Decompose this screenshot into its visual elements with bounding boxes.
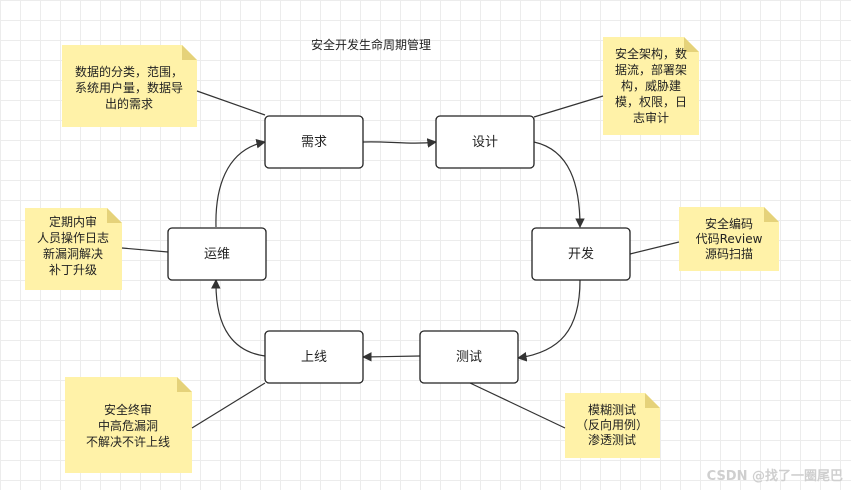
note-line: 构，威胁建	[621, 78, 681, 93]
stage-design[interactable]: 设计	[435, 115, 535, 169]
stage-release[interactable]: 上线	[264, 330, 364, 384]
note-line: 不解决不许上线	[86, 435, 170, 449]
diagram-title: 安全开发生命周期管理	[311, 37, 431, 52]
flow-arrows	[211, 138, 585, 362]
stage-label: 运维	[204, 247, 230, 262]
watermark: CSDN @找了一圈尾巴	[707, 468, 843, 484]
note-release: 安全终审中高危漏洞不解决不许上线	[65, 377, 192, 473]
note-line: 安全架构，数	[615, 46, 687, 61]
svg-text:定期内审人员操作日志新漏洞解决补丁升级: 定期内审人员操作日志新漏洞解决补丁升级	[37, 214, 109, 277]
arrow-release-to-operate	[211, 279, 266, 357]
note-requirement: 数据的分类，范围，系统用户量，数据导出的需求	[62, 45, 197, 127]
note-line: 新漏洞解决	[43, 246, 103, 261]
stage-requirement[interactable]: 需求	[264, 115, 364, 169]
note-line: 代码Review	[696, 232, 763, 246]
svg-text:模糊测试（反向用例）渗透测试: 模糊测试（反向用例）渗透测试	[576, 402, 648, 447]
note-line: 据流，部署架	[615, 62, 687, 77]
note-line: 模，权限，日	[615, 95, 687, 109]
note-line: 系统用户量，数据导	[75, 80, 183, 95]
note-test: 模糊测试（反向用例）渗透测试	[565, 393, 660, 458]
connector-test	[469, 382, 566, 429]
note-line: 出的需求	[105, 96, 153, 111]
connector-release	[191, 382, 266, 429]
note-line: 中高危漏洞	[98, 418, 158, 433]
svg-text:数据的分类，范围，系统用户量，数据导出的需求: 数据的分类，范围，系统用户量，数据导出的需求	[75, 64, 183, 111]
arrow-develop-to-test	[517, 279, 581, 362]
stage-label: 开发	[568, 246, 594, 262]
note-design: 安全架构，数据流，部署架构，威胁建模，权限，日志审计	[603, 37, 699, 135]
stage-label: 设计	[472, 135, 498, 150]
stage-label: 上线	[301, 350, 327, 365]
arrow-operate-to-requirement	[215, 138, 266, 228]
stage-label: 需求	[301, 135, 327, 150]
connector-operate	[121, 247, 169, 253]
note-line: （反向用例）	[576, 417, 648, 432]
note-line: 安全终审	[104, 402, 152, 417]
arrow-requirement-to-design	[362, 138, 437, 148]
svg-text:安全架构，数据流，部署架构，威胁建模，权限，日志审计: 安全架构，数据流，部署架构，威胁建模，权限，日志审计	[615, 46, 687, 125]
connector-requirement	[196, 90, 266, 116]
stage-develop[interactable]: 开发	[531, 227, 631, 281]
note-line: 模糊测试	[588, 402, 636, 417]
note-line: 源码扫描	[705, 247, 753, 261]
arrow-design-to-develop	[533, 141, 585, 228]
stage-operate[interactable]: 运维	[167, 227, 267, 281]
note-line: 渗透测试	[588, 432, 636, 447]
connector-develop	[629, 241, 680, 255]
note-line: 定期内审	[49, 214, 97, 229]
note-line: 人员操作日志	[37, 230, 109, 245]
note-line: 补丁升级	[49, 263, 97, 277]
stage-test[interactable]: 测试	[419, 330, 519, 384]
note-line: 数据的分类，范围，	[75, 64, 183, 79]
connector-design	[533, 95, 604, 118]
note-connectors	[121, 90, 680, 429]
stage-label: 测试	[456, 350, 482, 365]
svg-text:安全终审中高危漏洞不解决不许上线: 安全终审中高危漏洞不解决不许上线	[86, 402, 170, 449]
note-line: 安全编码	[705, 216, 753, 231]
note-operate: 定期内审人员操作日志新漏洞解决补丁升级	[25, 208, 122, 290]
arrow-test-to-release	[362, 352, 421, 362]
note-line: 志审计	[633, 110, 669, 125]
